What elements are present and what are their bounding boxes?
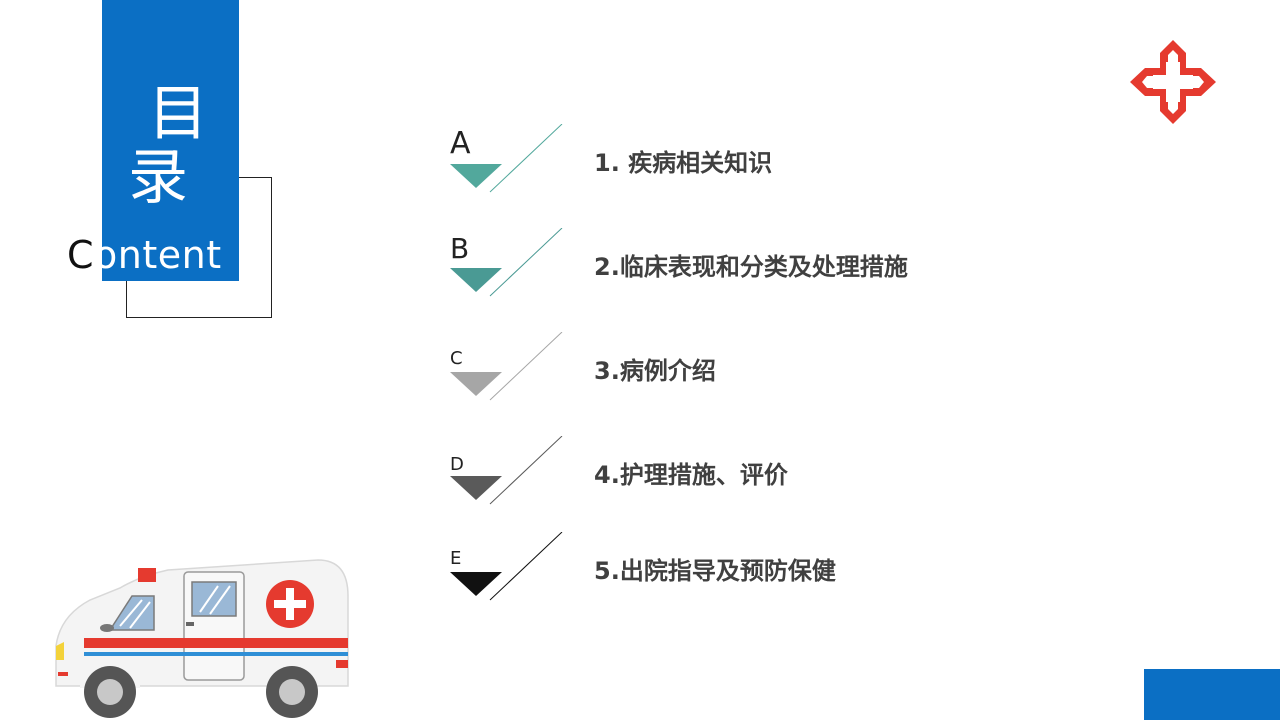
content-subtitle-first-letter: C: [67, 233, 95, 277]
content-subtitle-rest: ontent: [94, 233, 222, 277]
title-block: 目 录: [102, 0, 239, 281]
title-char-1: 目: [148, 79, 208, 149]
menu-label-a: 1. 疾病相关知识: [594, 149, 773, 177]
triangle-marker-icon: [450, 332, 563, 401]
menu-label-b: 2.临床表现和分类及处理措施: [594, 253, 908, 281]
triangle-marker-icon: [450, 436, 563, 505]
hospital-cross-icon: [1130, 40, 1216, 124]
menu-letter-a: A: [450, 126, 471, 161]
menu-item-b[interactable]: B 2.临床表现和分类及处理措施: [446, 228, 966, 308]
menu-label-d: 4.护理措施、评价: [594, 461, 788, 489]
menu-label-e: 5.出院指导及预防保健: [594, 557, 836, 585]
triangle-marker-icon: [450, 532, 563, 601]
menu-letter-e: E: [450, 548, 462, 569]
menu-label-c: 3.病例介绍: [594, 357, 716, 385]
triangle-marker-icon: [450, 228, 563, 297]
content-subtitle: Content: [67, 233, 222, 277]
menu-letter-b: B: [450, 232, 470, 265]
menu-letter-d: D: [450, 454, 464, 475]
triangle-marker-icon: [450, 124, 563, 193]
menu-letter-c: C: [450, 348, 463, 369]
title-char-2: 录: [128, 143, 188, 213]
menu-item-d[interactable]: D 4.护理措施、评价: [446, 436, 966, 516]
menu-item-c[interactable]: C 3.病例介绍: [446, 332, 966, 412]
menu-item-a[interactable]: A 1. 疾病相关知识: [446, 124, 966, 204]
menu-item-e[interactable]: E 5.出院指导及预防保健: [446, 532, 966, 612]
corner-accent-block: [1144, 669, 1280, 720]
ambulance-icon: [55, 559, 349, 718]
